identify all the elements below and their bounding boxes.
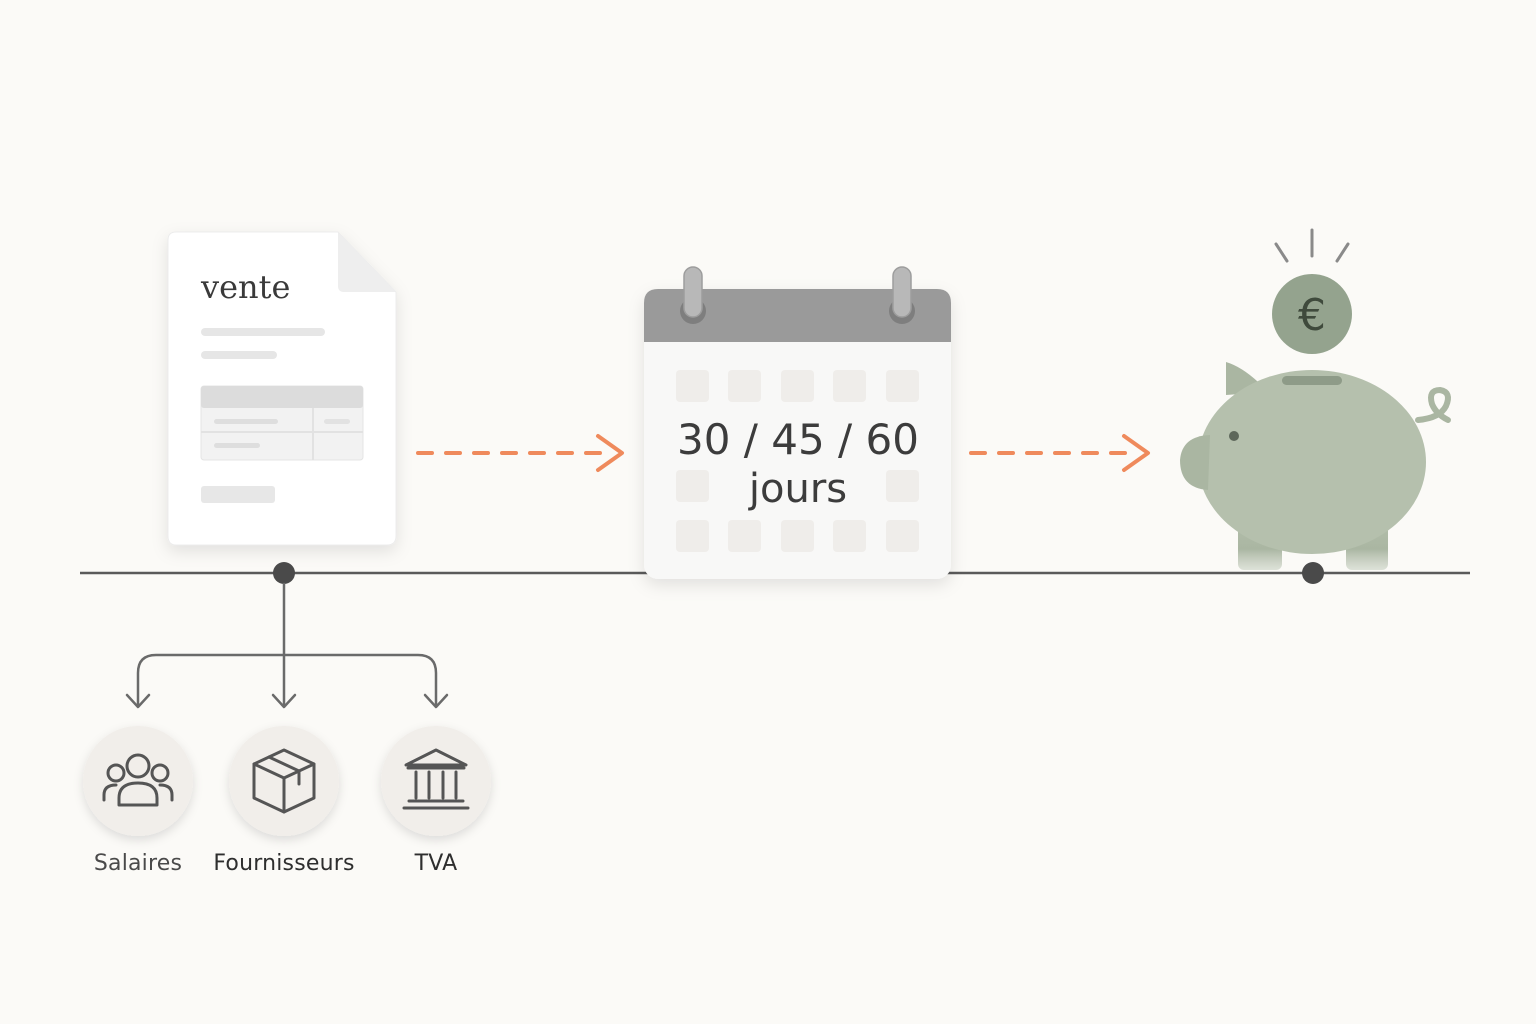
expense-circle-tva (381, 726, 491, 836)
payment-terms-unit: jours (748, 466, 847, 512)
timeline-node-savings (1302, 562, 1324, 584)
expense-branch-connectors (125, 582, 449, 709)
invoice-total-bar (201, 486, 275, 503)
payment-terms-days: 30 / 45 / 60 (677, 415, 919, 464)
expense-label-tva: TVA (414, 851, 458, 876)
flow-arrow-calendar-to-savings (969, 434, 1150, 472)
bank-icon (402, 748, 470, 810)
calendar-day-grid (676, 370, 919, 552)
invoice-line (201, 351, 277, 359)
calendar-card (644, 289, 951, 579)
invoice-line (201, 328, 325, 336)
euro-coin (1272, 274, 1352, 354)
euro-coin-symbol: € (1298, 290, 1326, 341)
invoice-title: vente (200, 268, 290, 306)
expense-label-salaires: Salaires (93, 851, 183, 876)
expense-circle-fournisseurs (229, 726, 339, 836)
calendar-ring-right (889, 266, 915, 324)
timeline-node-invoice (273, 562, 295, 584)
package-icon (252, 748, 316, 814)
invoice-page-fold (338, 232, 396, 292)
people-icon (102, 753, 174, 807)
piggy-bank (1180, 362, 1451, 570)
invoice-table (200, 385, 364, 461)
calendar-header (644, 289, 951, 342)
calendar-ring-left (680, 266, 706, 324)
expense-label-fournisseurs: Fournisseurs (213, 851, 355, 876)
expense-circle-salaires (83, 726, 193, 836)
flow-arrow-invoice-to-calendar (416, 434, 624, 472)
coin-sparkle-lines (1274, 228, 1350, 263)
